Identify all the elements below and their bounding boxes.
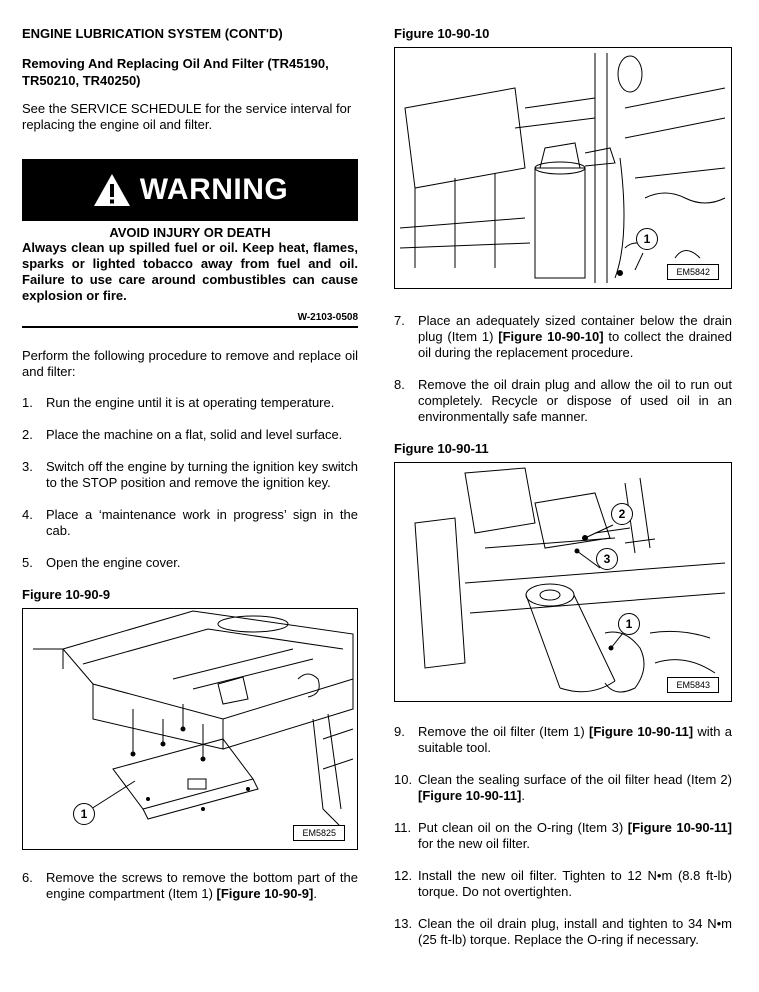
figure-ref: [Figure 10-90-11] [418,788,522,803]
warning-heading: AVOID INJURY OR DEATH [109,225,271,240]
left-column: ENGINE LUBRICATION SYSTEM (CONT'D) Remov… [22,26,358,918]
figure-11-oil-filter: 2 3 1 EM5843 [394,462,732,702]
left-steps-list: 1. Run the engine until it is at operati… [22,395,358,571]
step-6: 6. Remove the screws to remove the botto… [22,870,358,901]
engine-compartment-drawing [33,610,354,830]
step-10: 10. Clean the sealing surface of the oil… [394,772,732,803]
intro-text: See the SERVICE SCHEDULE for the service… [22,101,352,132]
warning-body: Always clean up spilled fuel or oil. Kee… [22,240,358,303]
figure-11-callout-2: 2 [611,503,633,525]
procedure-intro: Perform the following procedure to remov… [22,348,358,379]
figure-11-callout-3: 3 [596,548,618,570]
figure-9-label: Figure 10-90-9 [22,587,111,602]
step-4: 4. Place a ‘maintenance work in progress… [22,507,358,538]
figure-11-code: EM5843 [667,677,719,693]
step-3: 3. Switch off the engine by turning the … [22,459,358,490]
step-11: 11. Put clean oil on the O-ring (Item 3)… [394,820,732,851]
step-12: 12. Install the new oil filter. Tighten … [394,868,732,899]
figure-11-callout-1: 1 [618,613,640,635]
figure-9-code: EM5825 [293,825,345,841]
figure-9-callout-1: 1 [73,803,95,825]
warning-code: W-2103-0508 [22,312,358,328]
warning-banner: WARNING [22,159,358,221]
figure-10-drain-plug: 1 EM5842 [394,47,732,289]
figure-10-code: EM5842 [667,264,719,280]
figure-9-engine-compartment: 1 EM5825 [22,608,358,850]
figure-ref: [Figure 10-90-11] [627,820,732,835]
step-7: 7. Place an adequately sized container b… [394,313,732,360]
right-column: Figure 10-90-10 [394,26,732,964]
step-13: 13. Clean the oil drain plug, install an… [394,916,732,947]
step-1: 1. Run the engine until it is at operati… [22,395,335,410]
sub-title: Removing And Replacing Oil And Filter (T… [22,56,329,88]
oil-filter-drawing [414,467,726,693]
figure-ref: [Figure 10-90-10] [498,329,604,344]
figure-10-label: Figure 10-90-10 [394,26,490,41]
figure-ref: [Figure 10-90-9] [216,886,314,901]
figure-ref: [Figure 10-90-11] [589,724,694,739]
warning-triangle-icon [93,174,130,206]
step-2: 2. Place the machine on a flat, solid an… [22,427,343,442]
drain-plug-drawing [399,53,726,283]
step-8: 8. Remove the oil drain plug and allow t… [394,377,732,424]
figure-10-callout-1: 1 [636,228,658,250]
section-title: ENGINE LUBRICATION SYSTEM (CONT'D) [22,26,283,41]
figure-11-label: Figure 10-90-11 [394,441,489,456]
warning-label: WARNING [139,173,289,206]
step-5: 5. Open the engine cover. [22,555,181,570]
step-9: 9. Remove the oil filter (Item 1) [Figur… [394,724,732,755]
